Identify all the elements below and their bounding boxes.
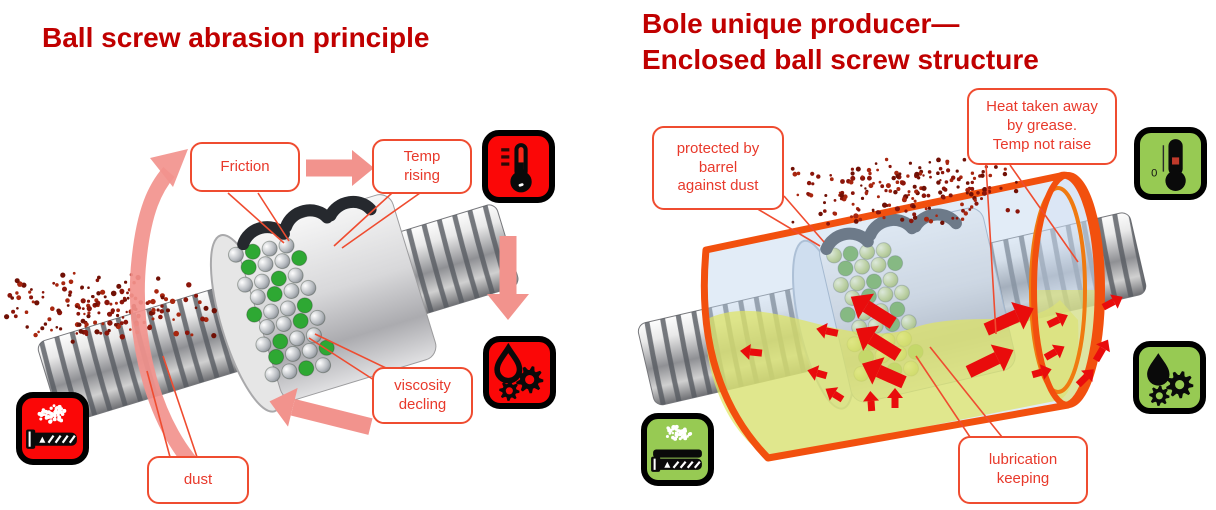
callout-protected-by-barrel: protected by barrel against dust [652,126,784,210]
grease-heat-flow-arrows [740,293,1123,412]
ball-screw-shaft-and-nut [37,194,519,424]
protective-barrel [700,171,1105,462]
dust-on-screw-glyph [651,424,702,472]
nut-wipers [237,195,377,251]
callout-pointer-lines [755,164,1079,438]
enclosed-ball-screw-illustration [637,157,1147,462]
callout-temp-rising: Temp rising [372,139,472,194]
barrel-outline [700,171,1102,462]
callout-lubrication-keeping: lubrication keeping [958,436,1088,504]
callout-dust: dust [147,456,249,504]
callout-viscosity-declining: viscosity decling [372,367,473,424]
viscosity-decline-icon [483,336,556,409]
curved-cycle-arrow [129,167,212,484]
oil-droplet-gears-glyph [494,342,544,401]
callout-pointer-lines [146,192,421,458]
recirculating-balls [227,237,335,383]
temp-rising-icon [482,130,555,203]
temp-stable-icon: 0 [1134,127,1207,200]
zero-scale-label: 0 [1151,168,1157,180]
dust-blocked-icon [641,413,714,486]
oil-droplet-gears-glyph [1147,353,1194,406]
left-panel: Ball screw abrasion principle [4,22,556,504]
dust-particles [790,157,1020,226]
curved-cycle-arrowhead [150,149,188,187]
abrasion-ball-screw-illustration [4,149,529,484]
right-panel: Bole unique producer— Enclosed ball scre… [608,0,1216,510]
callout-heat-taken-away: Heat taken away by grease. Temp not rais… [967,88,1117,165]
abrasion-cycle-arrows [129,149,529,484]
thermometer-hot-glyph [501,143,532,193]
callout-friction: Friction [190,142,300,192]
dust-on-screw-glyph [26,404,77,449]
right-panel-title: Bole unique producer— Enclosed ball scre… [642,8,1039,75]
barrel-end-rim [1031,172,1105,408]
lubrication-keeping-icon [1133,341,1206,414]
left-panel-title: Ball screw abrasion principle [42,22,430,53]
nut-wipers [820,208,962,256]
thermometer-zero-glyph: 0 [1151,139,1186,191]
dust-abrasion-icon [16,392,89,465]
